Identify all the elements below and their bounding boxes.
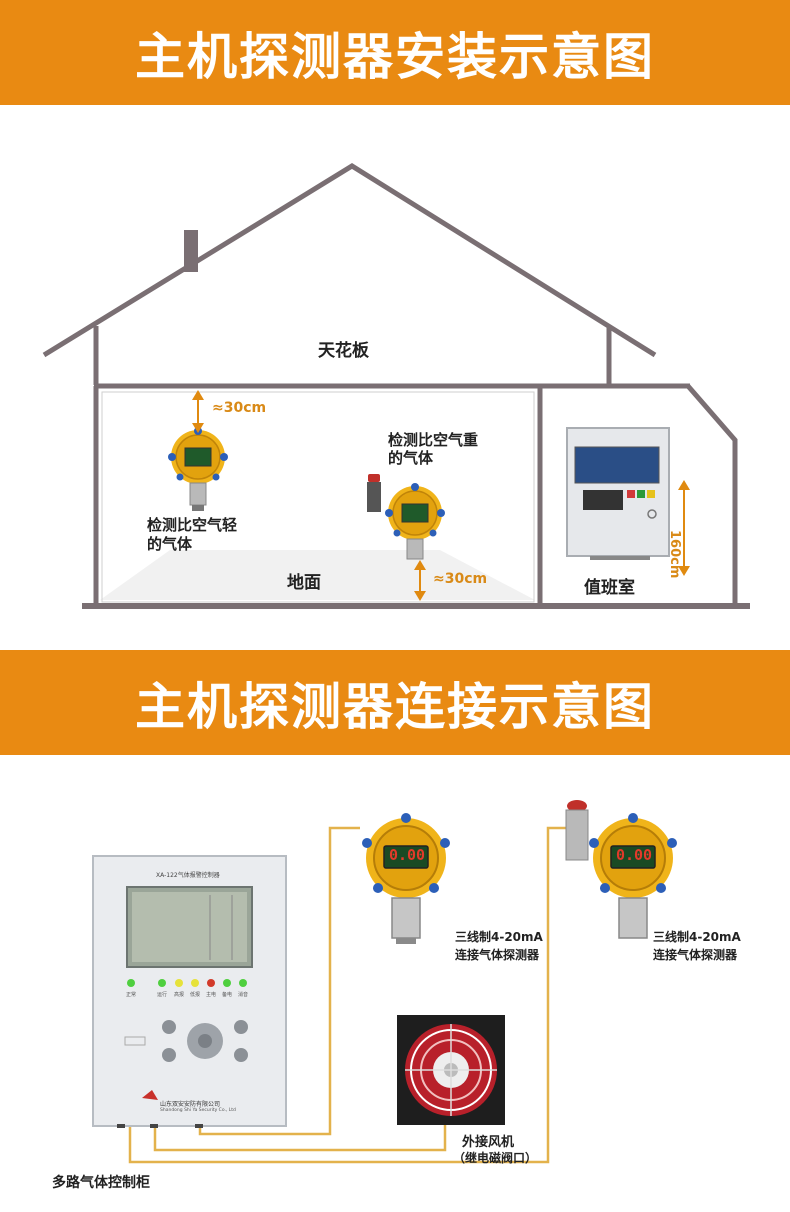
duty-room-label: 值班室 bbox=[584, 578, 635, 598]
detector-2-display: 0.00 bbox=[615, 846, 653, 864]
alarm-light-2 bbox=[565, 800, 589, 861]
detector-1-label-2: 连接气体探测器 bbox=[455, 948, 540, 962]
annex-roof bbox=[686, 384, 738, 605]
controller-label: 多路气体控制柜 bbox=[52, 1175, 150, 1191]
install-banner: 主机探测器安装示意图 bbox=[0, 0, 790, 105]
indicator-label: 备电 bbox=[222, 992, 233, 998]
light-gas-label-2: 的气体 bbox=[147, 535, 193, 553]
detector-2-label-1: 三线制4-20mA bbox=[653, 930, 741, 944]
room-inner-outline bbox=[101, 391, 535, 603]
roof bbox=[42, 163, 657, 358]
connection-diagram bbox=[92, 800, 677, 1164]
ceiling-label: 天花板 bbox=[318, 341, 369, 361]
controller-dim-label: 160cm bbox=[667, 530, 682, 579]
controller-cabinet bbox=[92, 855, 287, 1128]
floor-dim-label: ≈30cm bbox=[433, 571, 488, 587]
detector-light-gas bbox=[168, 427, 228, 511]
detector-heavy-gas bbox=[385, 483, 445, 560]
indicator-labels: 正常 运行 高报 低报 主电 备电 消音 bbox=[120, 991, 260, 1001]
detector-2 bbox=[589, 813, 677, 939]
indicator-label: 运行 bbox=[157, 992, 168, 998]
controller-dim-arrow bbox=[678, 480, 690, 576]
floor-dim-arrow bbox=[414, 560, 426, 601]
wall-controller-small bbox=[566, 427, 670, 560]
alarm-light-b bbox=[367, 474, 381, 512]
indicator-label: 正常 bbox=[126, 992, 137, 998]
detector-1-label-1: 三线制4-20mA bbox=[455, 930, 543, 944]
detector-1 bbox=[362, 813, 450, 944]
chimney bbox=[184, 230, 198, 272]
exhaust-fan bbox=[397, 1015, 505, 1125]
detector-1-display: 0.00 bbox=[388, 846, 426, 864]
controller-company: 山东双安安防有限公司 bbox=[160, 1101, 221, 1108]
wiring bbox=[128, 826, 570, 1164]
connection-title: 主机探测器连接示意图 bbox=[135, 677, 655, 736]
floor-label: 地面 bbox=[287, 573, 321, 593]
controller-panel-title: XA-122气体报警控制器 bbox=[156, 872, 220, 879]
indicator-label: 高报 bbox=[174, 992, 185, 998]
detector-2-label-2: 连接气体探测器 bbox=[653, 948, 738, 962]
light-gas-label-1: 检测比空气轻 bbox=[147, 516, 238, 534]
house-diagram bbox=[42, 163, 750, 609]
connection-banner: 主机探测器连接示意图 bbox=[0, 650, 790, 755]
controller-company-en: Shandong Shi Ya Security Co., Ltd bbox=[160, 1108, 236, 1113]
ceiling-dim-label: ≈30cm bbox=[212, 400, 267, 416]
indicator-label: 消音 bbox=[238, 992, 249, 998]
indicator-label: 低报 bbox=[190, 992, 201, 998]
heavy-gas-label-1: 检测比空气重 bbox=[388, 431, 479, 449]
install-title: 主机探测器安装示意图 bbox=[135, 27, 655, 86]
ceiling-dim-arrow bbox=[192, 390, 204, 433]
fan-label-1: 外接风机 bbox=[462, 1135, 515, 1150]
indicator-label: 主电 bbox=[206, 992, 217, 998]
heavy-gas-label-2: 的气体 bbox=[388, 449, 434, 467]
floor-shade bbox=[100, 550, 535, 600]
fan-label-2: （继电磁阀口） bbox=[453, 1151, 538, 1165]
